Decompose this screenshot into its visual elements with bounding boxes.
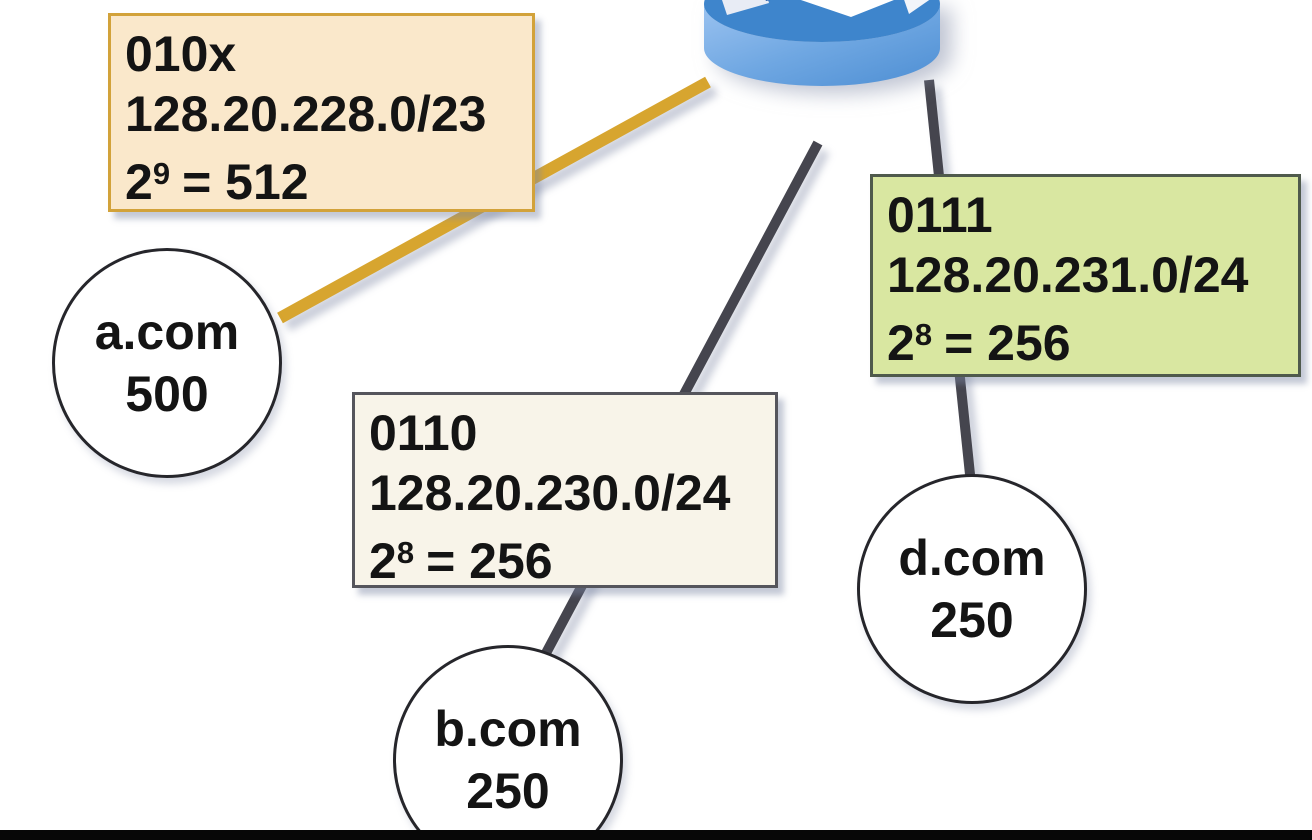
subnet-size-exponent: 9 — [152, 156, 171, 191]
node-label: a.com — [94, 304, 240, 360]
subnet-cidr: 128.20.228.0/23 — [125, 86, 487, 142]
router-icon — [704, 0, 940, 86]
subnet-size-result: = 512 — [182, 154, 309, 210]
subnet-size-exponent: 8 — [914, 317, 933, 352]
subnet-code: 010x — [125, 26, 237, 82]
node-host-count: 250 — [466, 763, 550, 819]
subnet-size-result: = 256 — [426, 533, 553, 589]
network-node-a: a.com 500 — [52, 248, 282, 478]
subnet-size-result: = 256 — [944, 315, 1071, 371]
subnet-code: 0110 — [369, 405, 478, 461]
subnet-size: 29= 512 — [125, 154, 309, 210]
subnet-code: 0111 — [887, 187, 993, 243]
node-host-count: 500 — [125, 366, 209, 422]
network-node-b: b.com 250 — [393, 645, 623, 840]
subnet-cidr: 128.20.231.0/24 — [887, 247, 1249, 303]
node-label: b.com — [434, 701, 582, 757]
subnet-size: 28= 256 — [369, 533, 553, 589]
bottom-edge-bar — [0, 830, 1312, 840]
subnet-box-b: 0110 128.20.230.0/24 28= 256 — [352, 392, 778, 589]
network-node-d: d.com 250 — [857, 474, 1087, 704]
subnet-box-a: 010x 128.20.228.0/23 29= 512 — [108, 13, 535, 212]
router-arrows-icon — [722, 0, 935, 17]
subnet-box-d: 0111 128.20.231.0/24 28= 256 — [870, 174, 1301, 377]
node-host-count: 250 — [930, 592, 1014, 648]
node-label: d.com — [898, 530, 1046, 586]
subnet-size: 28= 256 — [887, 315, 1071, 371]
subnet-size-exponent: 8 — [396, 535, 415, 570]
subnet-cidr: 128.20.230.0/24 — [369, 465, 731, 521]
